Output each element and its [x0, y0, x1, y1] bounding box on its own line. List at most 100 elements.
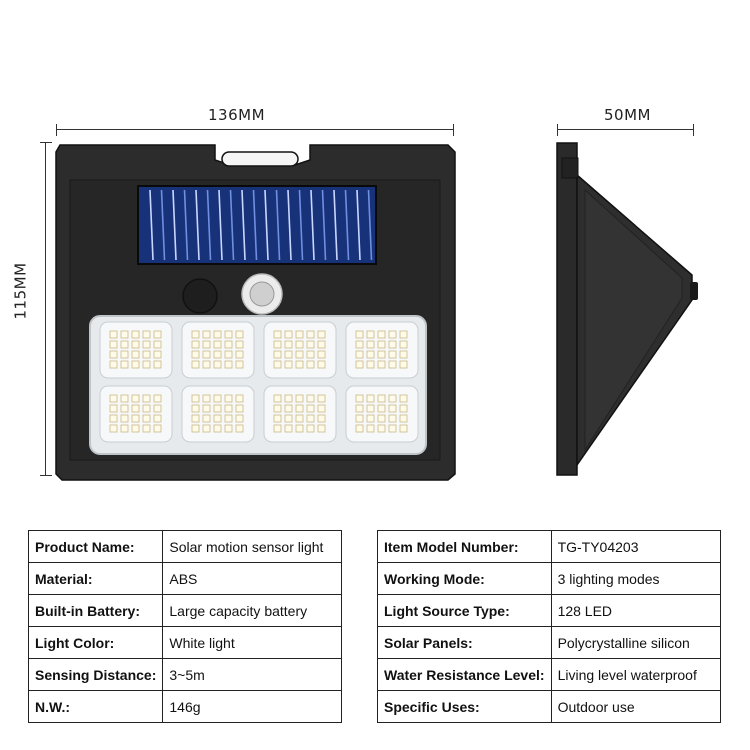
led-chip	[202, 360, 211, 369]
led-chip	[284, 394, 293, 403]
led-module	[99, 385, 173, 443]
spec-value: 3 lighting modes	[550, 562, 722, 595]
led-chip	[142, 414, 151, 423]
solar-cell-line	[241, 189, 246, 261]
led-chip	[235, 394, 244, 403]
led-chip	[306, 340, 315, 349]
height-dimension-line	[45, 142, 46, 476]
led-chip	[131, 394, 140, 403]
led-chip	[284, 360, 293, 369]
led-chip	[399, 330, 408, 339]
spec-row: Light Source Type:128 LED	[377, 594, 722, 627]
led-chip	[399, 404, 408, 413]
led-module	[345, 321, 419, 379]
led-chip	[399, 340, 408, 349]
led-module	[345, 385, 419, 443]
led-chip	[191, 404, 200, 413]
led-chip	[273, 394, 282, 403]
led-chip	[317, 404, 326, 413]
spec-value: White light	[162, 626, 342, 659]
led-chip	[355, 394, 364, 403]
led-chip	[202, 424, 211, 433]
led-module	[181, 385, 255, 443]
led-chip	[295, 424, 304, 433]
solar-cell-line	[310, 189, 315, 261]
led-chip	[377, 330, 386, 339]
spec-value: Outdoor use	[550, 690, 722, 723]
led-chip	[191, 394, 200, 403]
led-chip	[306, 404, 315, 413]
spec-row: N.W.:146g	[27, 690, 342, 723]
led-chip	[377, 414, 386, 423]
led-chip	[213, 414, 222, 423]
led-chip	[388, 360, 397, 369]
led-chip	[120, 330, 129, 339]
led-chip	[284, 340, 293, 349]
led-chip	[109, 330, 118, 339]
led-chip	[273, 360, 282, 369]
solar-cell-line	[252, 189, 258, 261]
led-chip	[399, 360, 408, 369]
led-chip	[191, 424, 200, 433]
led-chip	[355, 350, 364, 359]
led-chip	[120, 424, 129, 433]
led-chip	[235, 404, 244, 413]
led-chip	[377, 340, 386, 349]
led-chip	[153, 350, 162, 359]
solar-cell-line	[229, 189, 235, 261]
led-chip	[295, 394, 304, 403]
led-chip	[120, 394, 129, 403]
led-chip	[213, 394, 222, 403]
led-chip	[213, 330, 222, 339]
led-chip	[388, 414, 397, 423]
width-dimension-line	[56, 129, 454, 130]
led-chip	[388, 330, 397, 339]
led-chip	[142, 340, 151, 349]
spec-value: Polycrystalline silicon	[550, 626, 722, 659]
solar-cell-lines	[149, 189, 373, 261]
led-chip	[153, 330, 162, 339]
led-chip	[224, 404, 233, 413]
solar-cell-line	[183, 189, 189, 261]
spec-row: Product Name:Solar motion sensor light	[27, 530, 342, 563]
side-view	[556, 142, 698, 476]
depth-dimension-line	[557, 129, 694, 130]
product-illustration	[55, 142, 698, 481]
spec-label: Item Model Number:	[377, 530, 552, 563]
led-chip	[142, 404, 151, 413]
led-chip	[317, 360, 326, 369]
led-chip	[191, 330, 200, 339]
led-chip	[284, 350, 293, 359]
spec-value: ABS	[162, 562, 342, 595]
led-chip	[213, 404, 222, 413]
spec-value: 146g	[162, 690, 342, 723]
led-chip	[131, 424, 140, 433]
spec-row: Built-in Battery:Large capacity battery	[27, 594, 342, 627]
led-chip	[284, 424, 293, 433]
depth-dimension-tick-right	[693, 124, 694, 136]
led-chip	[317, 330, 326, 339]
spec-value: 128 LED	[550, 594, 722, 627]
led-chip	[109, 424, 118, 433]
height-dimension-tick-top	[40, 142, 52, 143]
solar-cell-line	[344, 189, 350, 261]
led-chip	[399, 394, 408, 403]
led-chip	[388, 340, 397, 349]
spec-label: Built-in Battery:	[27, 594, 164, 627]
led-chip	[213, 340, 222, 349]
width-dimension-tick-right	[453, 124, 454, 136]
led-chip	[120, 360, 129, 369]
led-chip	[388, 350, 397, 359]
led-chip	[224, 414, 233, 423]
led-chip	[224, 360, 233, 369]
led-chip	[142, 394, 151, 403]
led-chip	[306, 360, 315, 369]
solar-cell-line	[367, 189, 373, 261]
led-chip	[273, 404, 282, 413]
solar-cell-line	[172, 189, 177, 261]
led-chip	[317, 414, 326, 423]
led-chip	[355, 404, 364, 413]
front-view	[55, 144, 456, 481]
led-chip	[366, 414, 375, 423]
